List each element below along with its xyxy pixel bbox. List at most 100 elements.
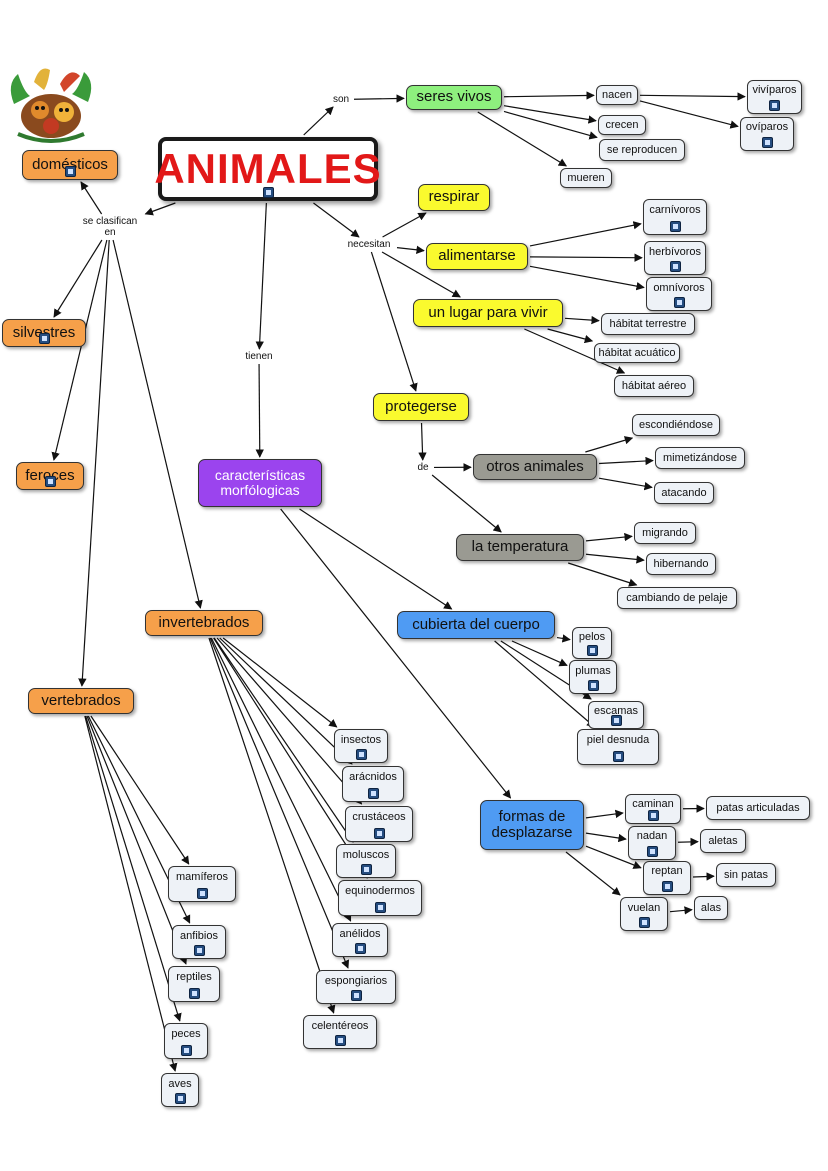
- node-alimentarse[interactable]: alimentarse: [426, 243, 528, 270]
- image-link-icon[interactable]: [180, 1045, 192, 1056]
- link-necesitan-protegerse: [370, 251, 418, 392]
- node-la-temperatura[interactable]: la temperatura: [456, 534, 584, 561]
- link-vertebrados-peces: [85, 715, 182, 1022]
- link-de-temperatura: [431, 474, 502, 533]
- node-habitat-aereo[interactable]: hábitat aéreo: [614, 375, 694, 397]
- link-vertebrados-aves: [84, 715, 178, 1072]
- node-hibernando[interactable]: hibernando: [646, 553, 716, 575]
- link-formas-reptan: [585, 845, 642, 869]
- node-aletas[interactable]: aletas: [700, 829, 746, 853]
- link-otros-escondiendose: [585, 436, 634, 453]
- image-link-icon[interactable]: [669, 261, 681, 272]
- node-invertebrados[interactable]: invertebrados: [145, 610, 263, 636]
- image-link-icon[interactable]: [661, 881, 673, 892]
- node-mueren[interactable]: mueren: [560, 168, 612, 188]
- node-omnivoros[interactable]: omnívoros: [646, 277, 712, 311]
- node-habitat-terrestre[interactable]: hábitat terrestre: [601, 313, 695, 335]
- link-nacen-viviparos: [639, 92, 746, 101]
- image-link-icon[interactable]: [646, 846, 658, 857]
- link-alimentarse-carnivoros: [529, 221, 642, 247]
- node-vertebrados[interactable]: vertebrados: [28, 688, 134, 714]
- node-carnivoros[interactable]: carnívoros: [643, 199, 707, 235]
- image-link-icon[interactable]: [586, 645, 598, 656]
- image-link-icon[interactable]: [355, 749, 367, 760]
- link-otros-atacando: [598, 477, 653, 491]
- link-seres_vivos-reproducen: [503, 110, 598, 140]
- node-sin-patas[interactable]: sin patas: [716, 863, 776, 887]
- link-animales-se_clasifican: [144, 202, 176, 216]
- node-seres-vivos[interactable]: seres vivos: [406, 85, 502, 110]
- node-cambiando-de-pelaje[interactable]: cambiando de pelaje: [617, 587, 737, 609]
- node-se-reproducen[interactable]: se reproducen: [599, 139, 685, 161]
- node-mimetizandose[interactable]: mimetizándose: [655, 447, 745, 469]
- link-animales-tienen: [255, 202, 267, 350]
- link-invertebrados-crustaceos: [216, 637, 363, 805]
- node-reptan[interactable]: reptan: [643, 861, 691, 895]
- node-patas-articuladas[interactable]: patas articuladas: [706, 796, 810, 820]
- node-escondiendose[interactable]: escondiéndose: [632, 414, 720, 436]
- node-mamiferos[interactable]: mamíferos: [168, 866, 236, 902]
- link-cubierta-pelos: [556, 634, 571, 643]
- node-alas[interactable]: alas: [694, 896, 728, 920]
- image-link-icon[interactable]: [334, 1035, 346, 1046]
- link-nacen-oviparos: [639, 100, 739, 129]
- image-link-icon[interactable]: [360, 864, 372, 875]
- image-link-icon[interactable]: [669, 221, 681, 232]
- image-link-icon[interactable]: [373, 828, 385, 839]
- image-link-icon[interactable]: [196, 888, 208, 899]
- link-formas-caminan: [585, 809, 624, 819]
- image-link-icon[interactable]: [44, 476, 56, 487]
- node-protegerse[interactable]: protegerse: [373, 393, 469, 421]
- image-link-icon[interactable]: [610, 715, 622, 726]
- node-respirar[interactable]: respirar: [418, 184, 490, 211]
- node-aves[interactable]: aves: [161, 1073, 199, 1107]
- node-nacen[interactable]: nacen: [596, 85, 638, 105]
- node-atacando[interactable]: atacando: [654, 482, 714, 504]
- image-link-icon[interactable]: [350, 990, 362, 1001]
- link-reptan-sin_patas: [692, 872, 715, 881]
- image-link-icon[interactable]: [673, 297, 685, 308]
- link-vuelan-alas: [669, 906, 693, 915]
- node-crustaceos[interactable]: crustáceos: [345, 806, 413, 842]
- link-seres_vivos-mueren: [477, 111, 568, 167]
- link-necesitan-alimentarse: [396, 245, 425, 254]
- node-habitat-acuatico[interactable]: hábitat acuático: [594, 343, 680, 363]
- node-celentereos[interactable]: celentéreos: [303, 1015, 377, 1049]
- image-link-icon[interactable]: [193, 945, 205, 956]
- image-link-icon[interactable]: [188, 988, 200, 999]
- link-protegerse-de: [418, 422, 427, 461]
- link-se_clasifican-silvestres: [53, 239, 103, 318]
- image-link-icon[interactable]: [367, 788, 379, 799]
- node-otros-animales[interactable]: otros animales: [473, 454, 597, 480]
- link-se_clasifican-feroces: [51, 239, 108, 461]
- link-invertebrados-celentereos: [208, 637, 336, 1014]
- node-crecen[interactable]: crecen: [598, 115, 646, 135]
- link-invertebrados-insectos: [222, 637, 338, 728]
- node-reptiles[interactable]: reptiles: [168, 966, 220, 1002]
- link-label-se-clasifican-en: se clasifican en: [82, 216, 138, 238]
- image-link-icon[interactable]: [587, 680, 599, 691]
- image-link-icon[interactable]: [638, 917, 650, 928]
- node-cubierta-del-cuerpo[interactable]: cubierta del cuerpo: [397, 611, 555, 639]
- node-lugar-para-vivir[interactable]: un lugar para vivir: [413, 299, 563, 327]
- image-link-icon[interactable]: [354, 943, 366, 954]
- node-peces[interactable]: peces: [164, 1023, 208, 1059]
- image-link-icon[interactable]: [64, 166, 76, 177]
- node-formas-de-desplazarse[interactable]: formas de desplazarse: [480, 800, 584, 850]
- image-link-icon[interactable]: [761, 137, 773, 148]
- link-cubierta-plumas: [511, 640, 568, 667]
- node-domesticos[interactable]: domésticos: [22, 150, 118, 180]
- link-invertebrados-moluscos: [213, 637, 354, 843]
- image-link-icon[interactable]: [262, 187, 274, 198]
- image-link-icon[interactable]: [612, 751, 624, 762]
- node-aracnidos[interactable]: arácnidos: [342, 766, 404, 802]
- link-label-tienen: tienen: [245, 351, 273, 362]
- node-migrando[interactable]: migrando: [634, 522, 696, 544]
- image-link-icon[interactable]: [374, 902, 386, 913]
- link-invertebrados-anelidos: [210, 637, 352, 922]
- image-link-icon[interactable]: [174, 1093, 186, 1104]
- image-link-icon[interactable]: [769, 100, 780, 111]
- image-link-icon[interactable]: [38, 333, 50, 344]
- node-caracteristicas[interactable]: características morfólogicas: [198, 459, 322, 507]
- image-link-icon[interactable]: [647, 810, 659, 821]
